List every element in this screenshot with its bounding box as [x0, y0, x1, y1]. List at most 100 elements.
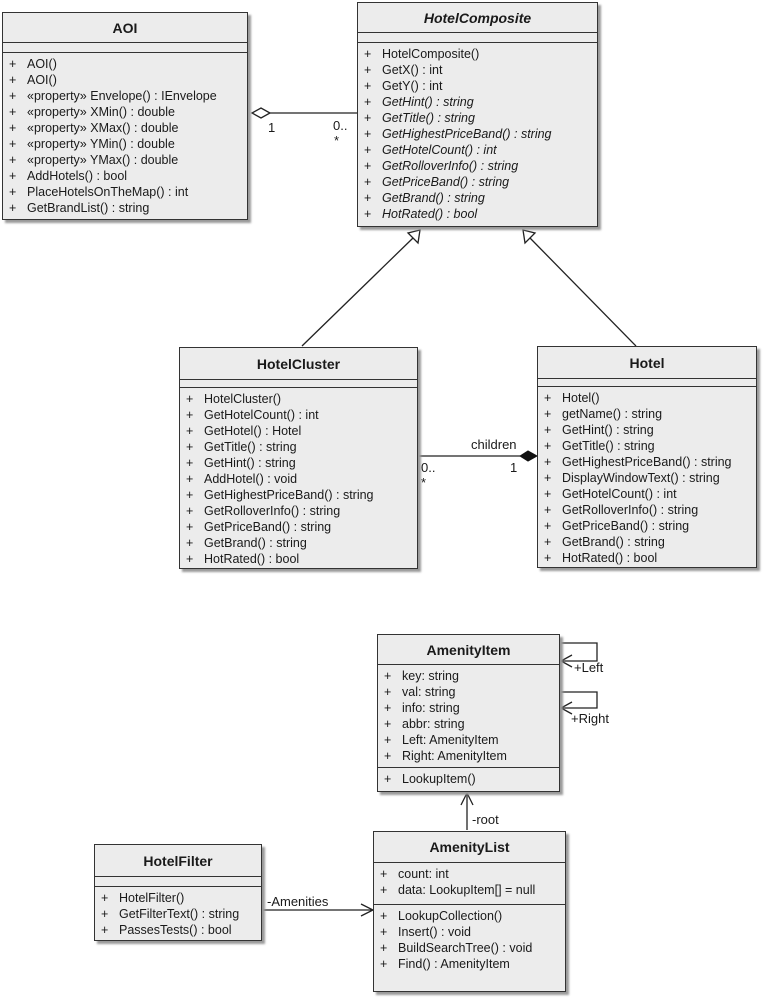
cluster-generalization-line — [301, 237, 414, 347]
class-member-row: +GetHint() : string — [358, 94, 597, 110]
member-text: GetTitle() : string — [562, 439, 655, 453]
member-text: Insert() : void — [398, 925, 471, 939]
right-self-association — [560, 691, 598, 709]
class-member-row: +GetTitle() : string — [358, 110, 597, 126]
member-text: GetHotelCount() : int — [382, 143, 497, 157]
class-member-row: +GetHotelCount() : int — [358, 142, 597, 158]
visibility-marker: + — [384, 685, 392, 699]
member-text: count: int — [398, 867, 449, 881]
class-member-row: +LookupCollection() — [374, 908, 565, 924]
visibility-marker: + — [186, 456, 194, 470]
class-member-row: +getName() : string — [538, 406, 756, 422]
member-text: GetX() : int — [382, 63, 443, 77]
class-member-row: + «property» XMin() : double — [3, 104, 247, 120]
class-member-row: +GetBrandList() : string — [3, 200, 247, 216]
visibility-marker: + — [186, 520, 194, 534]
member-text: «property» YMin() : double — [27, 137, 175, 151]
class-hotel-cluster[interactable]: HotelCluster +HotelCluster()+GetHotelCou… — [179, 347, 418, 569]
visibility-marker: + — [9, 169, 17, 183]
member-text: GetFilterText() : string — [119, 907, 240, 921]
role-label: -root — [472, 812, 499, 827]
member-text: GetHighestPriceBand() : string — [382, 127, 552, 141]
visibility-marker: + — [364, 207, 372, 221]
visibility-marker: + — [544, 519, 552, 533]
member-text: GetBrand() : string — [204, 536, 307, 550]
visibility-marker: + — [364, 127, 372, 141]
member-text: HotRated() : bool — [204, 552, 300, 566]
role-label: children — [471, 437, 517, 452]
member-text: GetRolloverInfo() : string — [562, 503, 699, 517]
class-member-row: +GetHint() : string — [180, 455, 417, 471]
role-label: +Right — [571, 711, 609, 726]
visibility-marker: + — [9, 137, 17, 151]
class-member-row: +GetPriceBand() : string — [180, 519, 417, 535]
generalization-arrow-icon — [406, 229, 421, 245]
visibility-marker: + — [384, 669, 392, 683]
multiplicity-label: 0.. — [421, 460, 436, 475]
class-member-row: +AddHotel() : void — [180, 471, 417, 487]
member-text: «property» XMin() : double — [27, 105, 175, 119]
class-amenity-item[interactable]: AmenityItem +key: string+val: string+inf… — [377, 634, 560, 792]
visibility-marker: + — [9, 153, 17, 167]
class-member-row: +GetHint() : string — [538, 422, 756, 438]
class-member-row: +LookupItem() — [378, 771, 559, 787]
hotel-generalization-line — [529, 237, 637, 347]
class-name: HotelCluster — [180, 348, 417, 380]
class-member-row: +Left: AmenityItem — [378, 732, 559, 748]
attribute-compartment — [3, 43, 247, 53]
class-member-row: +«property» Envelope() : IEnvelope — [3, 88, 247, 104]
visibility-marker: + — [544, 439, 552, 453]
generalization-arrow-icon — [522, 229, 537, 245]
multiplicity-label: * — [421, 475, 427, 490]
class-member-row: +AOI() — [3, 56, 247, 72]
open-arrow-icon — [559, 701, 573, 715]
class-member-row: +«property» YMax() : double — [3, 152, 247, 168]
visibility-marker: + — [380, 925, 388, 939]
class-member-row: +Right: AmenityItem — [378, 748, 559, 764]
class-member-row: +count: int — [374, 866, 565, 882]
class-hotel-filter[interactable]: HotelFilter +HotelFilter()+GetFilterText… — [94, 844, 262, 941]
visibility-marker: + — [9, 105, 17, 119]
visibility-marker: + — [186, 536, 194, 550]
visibility-marker: + — [544, 455, 552, 469]
member-text: GetPriceBand() : string — [382, 175, 510, 189]
visibility-marker: + — [384, 749, 392, 763]
class-member-row: +GetHotelCount() : int — [538, 486, 756, 502]
visibility-marker: + — [364, 159, 372, 173]
class-hotel-composite[interactable]: HotelComposite +HotelComposite()+GetX() … — [357, 2, 598, 227]
member-text: LookupItem() — [402, 772, 476, 786]
class-member-row: +GetX() : int — [358, 62, 597, 78]
visibility-marker: + — [544, 551, 552, 565]
member-text: AddHotels() : bool — [27, 169, 128, 183]
class-member-row: + GetHighestPriceBand() : string — [538, 454, 756, 470]
class-member-row: +info: string — [378, 700, 559, 716]
class-amenity-list[interactable]: AmenityList +count: int+data: LookupItem… — [373, 831, 566, 992]
member-text: «property» Envelope() : IEnvelope — [27, 89, 217, 103]
class-hotel[interactable]: Hotel +Hotel()+getName() : string+GetHin… — [537, 346, 757, 568]
member-text: HotelCluster() — [204, 392, 282, 406]
member-text: GetRolloverInfo() : string — [382, 159, 519, 173]
member-text: GetHighestPriceBand() : string — [562, 455, 732, 469]
class-member-row: +GetBrand() : string — [358, 190, 597, 206]
operation-compartment: +HotelCluster()+GetHotelCount() : int+Ge… — [180, 388, 417, 567]
role-label: -Amenities — [267, 894, 329, 909]
member-text: «property» XMax() : double — [27, 121, 179, 135]
member-text: GetBrand() : string — [562, 535, 665, 549]
class-member-row: +GetBrand() : string — [538, 534, 756, 550]
visibility-marker: + — [384, 717, 392, 731]
visibility-marker: + — [364, 111, 372, 125]
left-self-association — [560, 642, 598, 662]
class-member-row: +GetY() : int — [358, 78, 597, 94]
class-aoi[interactable]: AOI +AOI()+AOI()+«property» Envelope() :… — [2, 12, 248, 220]
visibility-marker: + — [186, 504, 194, 518]
member-text: val: string — [402, 685, 456, 699]
visibility-marker: + — [544, 407, 552, 421]
class-member-row: + GetFilterText() : string — [95, 906, 261, 922]
attribute-compartment: +count: int+data: LookupItem[] = null — [374, 863, 565, 905]
visibility-marker: + — [186, 472, 194, 486]
visibility-marker: + — [101, 907, 109, 921]
class-member-row: + GetRolloverInfo() : string — [358, 158, 597, 174]
member-text: data: LookupItem[] = null — [398, 883, 536, 897]
